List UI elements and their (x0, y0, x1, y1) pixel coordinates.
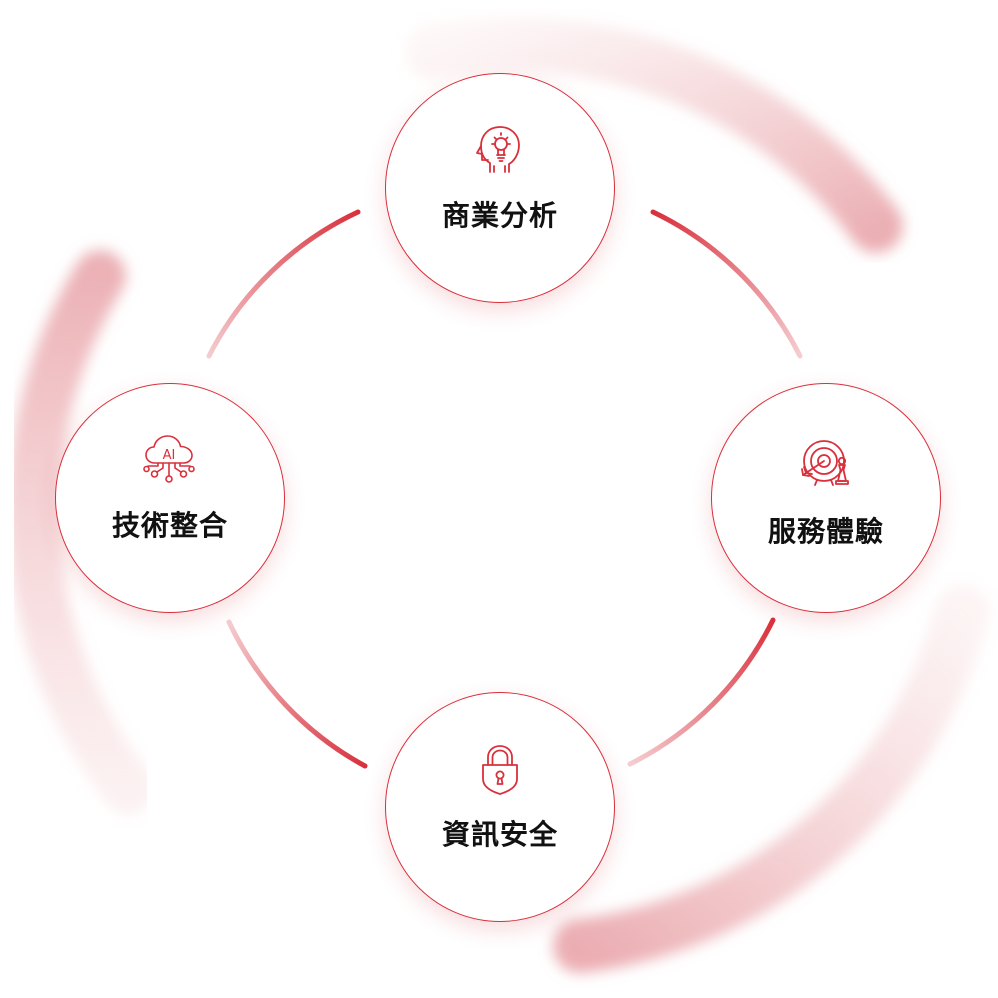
node-label: 商業分析 (441, 199, 558, 232)
node-label: 資訊安全 (441, 818, 558, 851)
node-technology-integration[interactable]: AI 技術整合 (55, 383, 285, 613)
background-swoosh-top (405, 17, 903, 253)
background-swoosh-bottom (553, 585, 989, 973)
ai-icon-text: AI (163, 448, 176, 463)
connector-arc-bottom-right (627, 617, 776, 767)
node-label: 技術整合 (111, 509, 228, 542)
lightbulb-head-icon (472, 122, 528, 178)
padlock-icon (472, 741, 528, 797)
connector-arc-bottom-left (226, 619, 368, 769)
background-swoosh-left (7, 250, 154, 814)
node-service-experience[interactable]: 服務體驗 (711, 383, 941, 613)
connector-arc-top-left (206, 209, 361, 359)
target-chess-icon (798, 436, 854, 492)
node-business-analysis[interactable]: 商業分析 (385, 73, 615, 303)
ai-cloud-icon: AI (142, 432, 198, 488)
connector-arc-top-right (650, 209, 803, 359)
node-label: 服務體驗 (767, 515, 884, 548)
node-information-security[interactable]: 資訊安全 (385, 692, 615, 922)
